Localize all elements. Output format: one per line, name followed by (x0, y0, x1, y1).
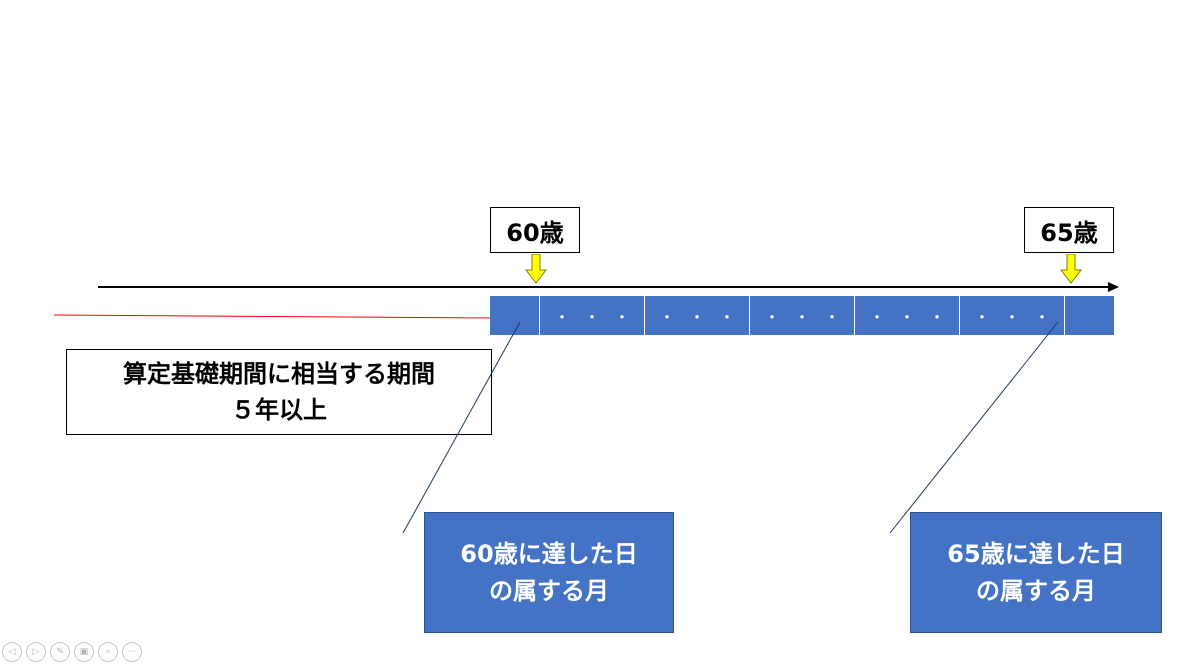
more-icon[interactable]: ⋯ (122, 642, 142, 662)
period-label-line2: ５年以上 (231, 396, 327, 424)
month-segment: ・・・ (539, 296, 645, 335)
month-segment-last (1065, 296, 1115, 335)
month-segment: ・・・ (855, 296, 961, 335)
age-60-label: 60歳 (490, 207, 580, 253)
callout-60-line1: 60歳に達した日 (460, 539, 638, 568)
callout-60-month: 60歳に達した日 の属する月 (424, 512, 674, 633)
period-label-box: 算定基礎期間に相当する期間 ５年以上 (66, 349, 492, 435)
month-segment-first (490, 296, 540, 335)
timeline-axis-arrow (98, 282, 1119, 292)
month-segment: ・・・ (960, 296, 1066, 335)
slideshow-controls: ◁ ▷ ✎ ▣ ⌕ ⋯ (2, 642, 142, 662)
month-bar: ・・・ ・・・ ・・・ ・・・ ・・・ (490, 296, 1115, 335)
callout-65-line1: 65歳に達した日 (947, 539, 1125, 568)
age-65-label: 65歳 (1024, 207, 1114, 253)
previous-icon[interactable]: ◁ (2, 642, 22, 662)
age-60-marker-arrow-icon (525, 254, 547, 284)
pen-icon[interactable]: ✎ (50, 642, 70, 662)
callout-65-month: 65歳に達した日 の属する月 (910, 512, 1162, 633)
slides-icon[interactable]: ▣ (74, 642, 94, 662)
callout-60-line2: の属する月 (489, 576, 609, 605)
period-label-line1: 算定基礎期間に相当する期間 (123, 360, 435, 388)
age-65-marker-arrow-icon (1060, 254, 1082, 284)
leader-line-65 (889, 321, 1059, 534)
zoom-icon[interactable]: ⌕ (98, 642, 118, 662)
month-segment: ・・・ (750, 296, 856, 335)
month-segment: ・・・ (644, 296, 750, 335)
red-guide-line (54, 314, 494, 319)
callout-65-line2: の属する月 (976, 576, 1096, 605)
next-icon[interactable]: ▷ (26, 642, 46, 662)
